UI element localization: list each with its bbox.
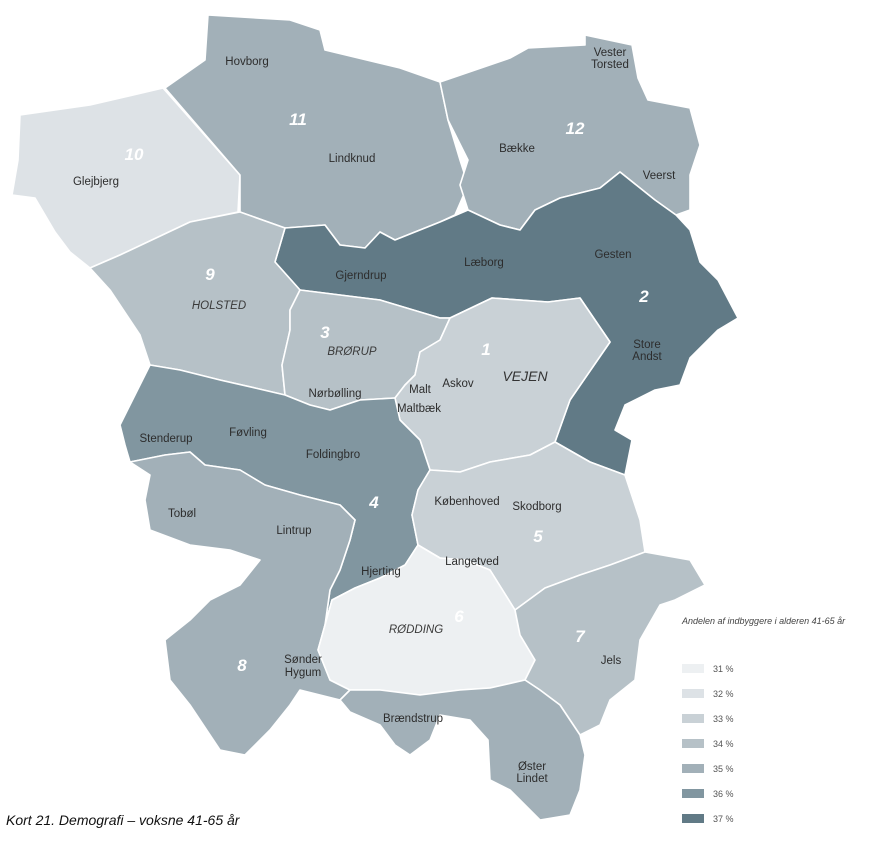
legend-swatch — [682, 789, 704, 798]
town-vester-torsted-line1: Vester — [594, 47, 627, 59]
region-number-7: 7 — [575, 627, 586, 646]
legend-label: 35 % — [713, 763, 734, 774]
map-caption: Kort 21. Demografi – voksne 41-65 år — [6, 812, 240, 828]
legend-label: 31 % — [713, 663, 734, 674]
town-kobenhoved: Københoved — [434, 496, 499, 508]
legend-swatch — [682, 714, 704, 723]
legend-swatch — [682, 814, 704, 823]
town-store-andst-line1: Store — [633, 339, 661, 351]
region-number-5: 5 — [533, 527, 543, 546]
legend-item: 33 % — [682, 706, 872, 731]
legend-swatch — [682, 739, 704, 748]
legend-item: 32 % — [682, 681, 872, 706]
legend-label: 34 % — [713, 738, 734, 749]
town-skodborg: Skodborg — [512, 501, 561, 513]
town-glejbjerg: Glejbjerg — [73, 176, 119, 188]
legend-item: 34 % — [682, 731, 872, 756]
region-number-11: 11 — [289, 110, 307, 129]
region-number-9: 9 — [205, 265, 215, 284]
town-store-andst-line2: Andst — [632, 351, 662, 363]
legend-item: 35 % — [682, 756, 872, 781]
legend-item: 37 % — [682, 806, 872, 831]
town-vester-torsted-line2: Torsted — [591, 59, 629, 71]
region-number-4: 4 — [368, 493, 379, 512]
legend-item: 31 % — [682, 656, 872, 681]
town-norbolling: Nørbølling — [308, 388, 361, 400]
town-tobol: Tobøl — [168, 508, 196, 520]
town-hjerting: Hjerting — [361, 566, 401, 578]
map-legend: Andelen af indbyggere i alderen 41-65 år… — [682, 616, 872, 831]
region-number-1: 1 — [481, 340, 490, 359]
town-oster-lindet-line1: Øster — [518, 761, 546, 773]
legend-swatch — [682, 764, 704, 773]
town-gesten: Gesten — [594, 249, 631, 261]
town-stenderup: Stenderup — [139, 433, 192, 445]
town-sonder-hygum-line2: Hygum — [285, 667, 321, 679]
region-number-8: 8 — [237, 656, 247, 675]
town-hovborg: Hovborg — [225, 56, 268, 68]
town-oster-lindet-line2: Lindet — [516, 773, 548, 785]
legend-label: 32 % — [713, 688, 734, 699]
town-langetved: Langetved — [445, 556, 499, 568]
legend-swatch — [682, 664, 704, 673]
town-laeborg: Læborg — [464, 257, 504, 269]
town-braendstrup: Brændstrup — [383, 713, 443, 725]
region-number-3: 3 — [320, 323, 330, 342]
legend-label: 36 % — [713, 788, 734, 799]
town-lintrup: Lintrup — [276, 525, 311, 537]
legend-title: Andelen af indbyggere i alderen 41-65 år — [682, 616, 846, 626]
town-brorup: BRØRUP — [327, 346, 377, 358]
legend-swatch — [682, 689, 704, 698]
town-sonder-hygum-line1: Sønder — [284, 654, 322, 666]
town-maltbaek: Maltbæk — [397, 403, 441, 415]
legend-label: 37 % — [713, 813, 734, 824]
legend-label: 33 % — [713, 713, 734, 724]
region-8-south — [339, 679, 586, 821]
town-vejen: VEJEN — [502, 368, 548, 384]
town-foldingbro: Foldingbro — [306, 449, 360, 461]
town-rodding: RØDDING — [389, 624, 443, 636]
town-lindknud: Lindknud — [329, 153, 376, 165]
town-holsted: HOLSTED — [192, 300, 246, 312]
region-number-6: 6 — [454, 607, 464, 626]
region-number-12: 12 — [566, 119, 585, 138]
town-fovling: Føvling — [229, 427, 267, 439]
town-askov: Askov — [442, 378, 474, 390]
town-baekke: Bække — [499, 143, 535, 155]
legend-item: 36 % — [682, 781, 872, 806]
region-8 — [129, 451, 356, 756]
town-jels: Jels — [601, 655, 622, 667]
region-number-2: 2 — [638, 287, 649, 306]
town-malt: Malt — [409, 384, 432, 396]
town-gjerndrup: Gjerndrup — [335, 270, 386, 282]
town-veerst: Veerst — [643, 170, 676, 182]
region-number-10: 10 — [125, 145, 144, 164]
